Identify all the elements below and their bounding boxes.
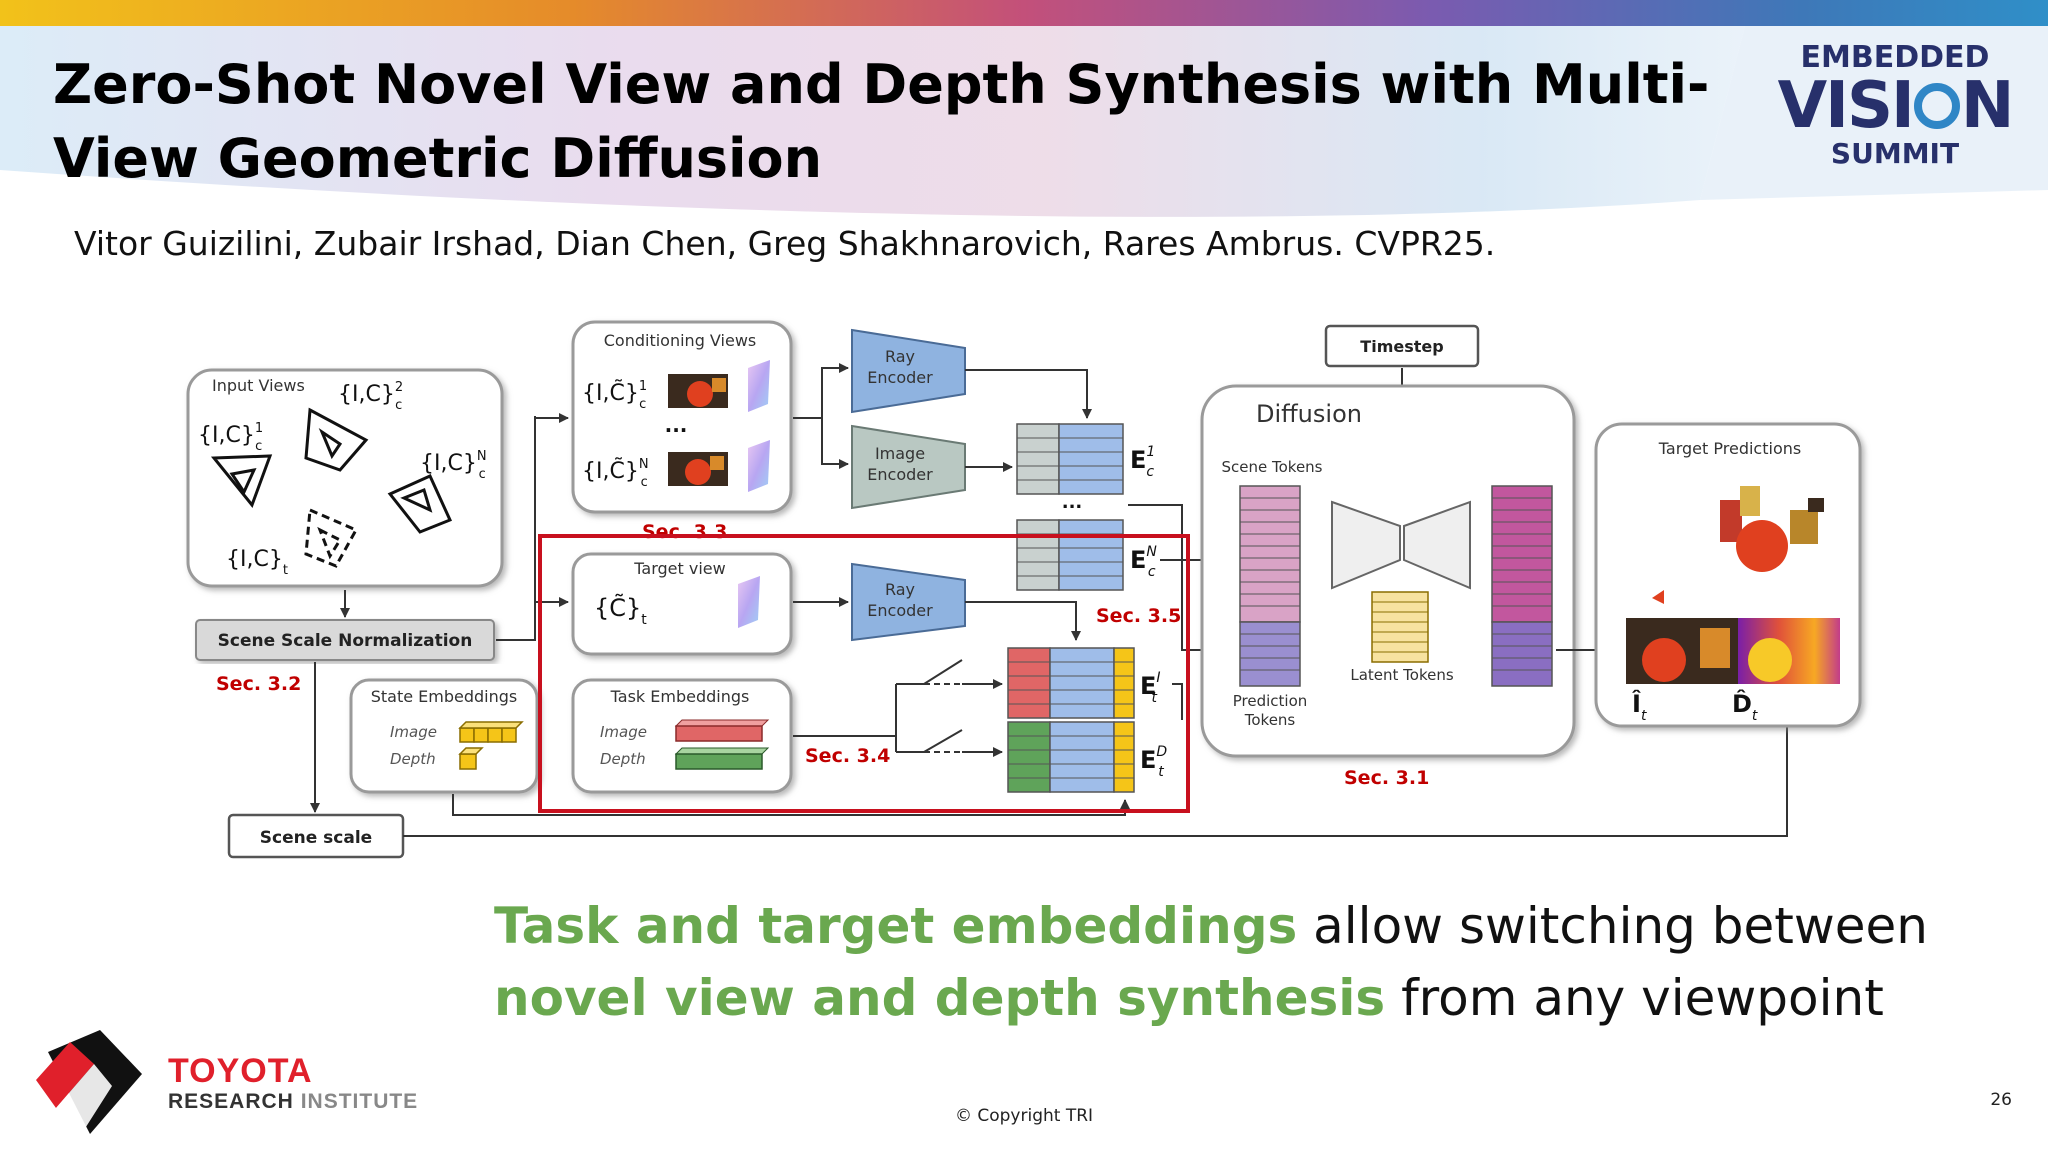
task-depth-label: Depth bbox=[600, 750, 646, 768]
ray-encoder-1 bbox=[851, 328, 966, 414]
tri-logo-sub1: RESEARCH bbox=[168, 1090, 294, 1113]
predicted-depth-thumbnail bbox=[1738, 618, 1840, 684]
header-banner bbox=[0, 0, 2048, 217]
section-3-5-label: Sec. 3.5 bbox=[1096, 605, 1181, 627]
scene-scale-label: Scene scale bbox=[260, 828, 372, 848]
conditioning-ray-1-icon bbox=[748, 360, 770, 412]
embedding-dots: ... bbox=[1062, 492, 1083, 513]
predicted-image-label: Ît bbox=[1632, 689, 1647, 724]
input-label-t: {I,C}t bbox=[226, 547, 288, 578]
state-depth-cube-icon bbox=[458, 747, 484, 770]
summit-logo-o-icon bbox=[1913, 83, 1960, 129]
summit-logo-line1: EMBEDDED bbox=[1800, 40, 1990, 75]
timestep-box bbox=[1324, 324, 1480, 368]
scene-tokens-label: Scene Tokens bbox=[1222, 458, 1323, 476]
state-depth-label: Depth bbox=[390, 750, 436, 768]
scene-scale-normalization-box bbox=[195, 619, 495, 661]
task-depth-bar-icon bbox=[674, 747, 770, 770]
tri-logo-mark-icon bbox=[36, 1030, 142, 1134]
summit-logo-line3: SUMMIT bbox=[1830, 137, 1960, 170]
target-ray-icon bbox=[738, 576, 760, 628]
conditioning-image-1-icon bbox=[668, 374, 728, 408]
timestep-label: Timestep bbox=[1360, 337, 1443, 356]
predicted-image-thumbnail bbox=[1626, 618, 1738, 684]
tri-logo-word: TOYOTA bbox=[168, 1052, 313, 1090]
conditioning-embedding-1-stack bbox=[1016, 423, 1124, 495]
camera-frustum-n-icon bbox=[387, 474, 453, 534]
scene-tokens-stack bbox=[1239, 485, 1301, 687]
target-view-box bbox=[571, 552, 793, 656]
caption-highlight-2: novel view and depth synthesis bbox=[494, 969, 1386, 1027]
target-view-title: Target view bbox=[633, 559, 725, 578]
conditioning-embedding-n-stack bbox=[1016, 519, 1124, 591]
task-image-bar-icon bbox=[674, 719, 770, 742]
tri-logo-subtitle: RESEARCH INSTITUTE bbox=[168, 1090, 418, 1114]
task-image-label: Image bbox=[600, 723, 647, 741]
section-3-2-label: Sec. 3.2 bbox=[216, 673, 301, 695]
conditioning-views-title: Conditioning Views bbox=[604, 331, 756, 350]
caption-text-2: from any viewpoint bbox=[1385, 969, 1884, 1027]
slide-title: Zero-Shot Novel View and Depth Synthesis… bbox=[53, 53, 1710, 190]
state-image-cubes-icon bbox=[458, 721, 524, 743]
diffusion-title: Diffusion bbox=[1256, 400, 1362, 428]
target-embedding-image-stack bbox=[1007, 647, 1135, 719]
slide-caption: Task and target embeddings allow switchi… bbox=[494, 890, 2014, 1034]
task-embeddings-title: Task Embeddings bbox=[610, 687, 750, 706]
conditioning-image-n-icon bbox=[668, 452, 728, 486]
latent-tokens-label: Latent Tokens bbox=[1350, 666, 1453, 684]
reconstructed-scene-icon bbox=[1652, 486, 1824, 604]
target-view-label: {C̃}t bbox=[594, 594, 647, 628]
state-image-label: Image bbox=[390, 723, 437, 741]
conditioning-dots: ... bbox=[665, 413, 688, 437]
scene-scale-normalization-label: Scene Scale Normalization bbox=[218, 631, 473, 651]
task-switch bbox=[895, 659, 1000, 753]
unet-icon bbox=[1331, 500, 1471, 590]
summit-logo-n: N bbox=[1960, 69, 2015, 143]
caption-text-1: allow switching between bbox=[1297, 897, 1928, 955]
target-embedding-depth-stack bbox=[1007, 721, 1135, 793]
section-3-1-label: Sec. 3.1 bbox=[1344, 767, 1429, 789]
latent-tokens-stack bbox=[1371, 591, 1429, 663]
caption-highlight-1: Task and target embeddings bbox=[494, 897, 1298, 955]
highlight-box bbox=[538, 534, 1190, 813]
ray-encoder-2 bbox=[851, 562, 966, 642]
summit-logo-visi: VISI bbox=[1777, 69, 1915, 143]
camera-frustum-2-icon bbox=[304, 407, 369, 472]
section-3-4-label: Sec. 3.4 bbox=[805, 745, 890, 767]
image-encoder bbox=[851, 424, 966, 510]
conditioning-views-box bbox=[571, 320, 793, 514]
copyright-text: © Copyright TRI bbox=[954, 1106, 1094, 1126]
tri-logo-sub2: INSTITUTE bbox=[293, 1090, 419, 1113]
input-views-title: Input Views bbox=[212, 376, 305, 395]
state-embeddings-box bbox=[349, 678, 539, 794]
state-embeddings-title: State Embeddings bbox=[371, 687, 518, 706]
camera-frustum-target-icon bbox=[304, 507, 359, 568]
output-tokens-stack bbox=[1491, 485, 1553, 687]
predicted-depth-label: D̂t bbox=[1732, 690, 1758, 724]
target-predictions-title: Target Predictions bbox=[1658, 439, 1801, 458]
camera-frustum-1-icon bbox=[210, 454, 273, 508]
section-3-3-label: Sec. 3.3 bbox=[642, 521, 727, 543]
page-number: 26 bbox=[1990, 1090, 2012, 1110]
authors-line: Vitor Guizilini, Zubair Irshad, Dian Che… bbox=[74, 224, 1496, 263]
conditioning-ray-n-icon bbox=[748, 440, 770, 492]
